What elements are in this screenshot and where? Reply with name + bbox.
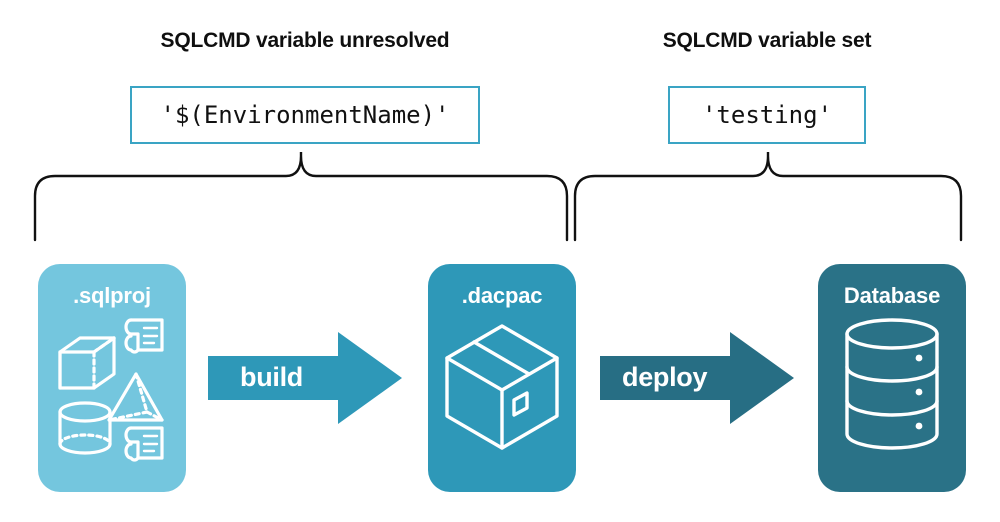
stage-card-sqlproj[interactable]: .sqlproj — [38, 264, 186, 492]
annotation-heading-left: SQLCMD variable unresolved — [160, 29, 450, 52]
database-cylinder-icon — [845, 318, 939, 450]
transition-arrow-build[interactable] — [208, 332, 404, 424]
stage-label-dacpac: .dacpac — [461, 283, 543, 308]
sqlcmd-variable-set-value: 'testing' — [701, 101, 833, 129]
stage-label-database: Database — [843, 283, 941, 308]
stage-card-database[interactable]: Database — [818, 264, 966, 492]
package-box-icon — [445, 324, 559, 450]
stage-art-database — [818, 316, 966, 454]
transition-arrow-deploy[interactable] — [600, 332, 796, 424]
transition-label-build: build — [240, 362, 303, 392]
database-objects-icon — [58, 318, 164, 462]
annotation-heading-right: SQLCMD variable set — [662, 29, 872, 52]
brace-left-icon — [33, 152, 569, 242]
sqlcmd-variable-set-box: 'testing' — [668, 86, 866, 144]
stage-card-dacpac[interactable]: .dacpac — [428, 264, 576, 492]
stage-art-sqlproj — [38, 316, 186, 464]
brace-right-icon — [573, 152, 963, 242]
stage-art-dacpac — [428, 316, 576, 456]
sqlcmd-variable-unresolved-box: '$(EnvironmentName)' — [130, 86, 480, 144]
stage-label-sqlproj: .sqlproj — [73, 283, 151, 308]
transition-label-deploy: deploy — [622, 362, 708, 392]
sqlcmd-variable-unresolved-value: '$(EnvironmentName)' — [160, 101, 450, 129]
